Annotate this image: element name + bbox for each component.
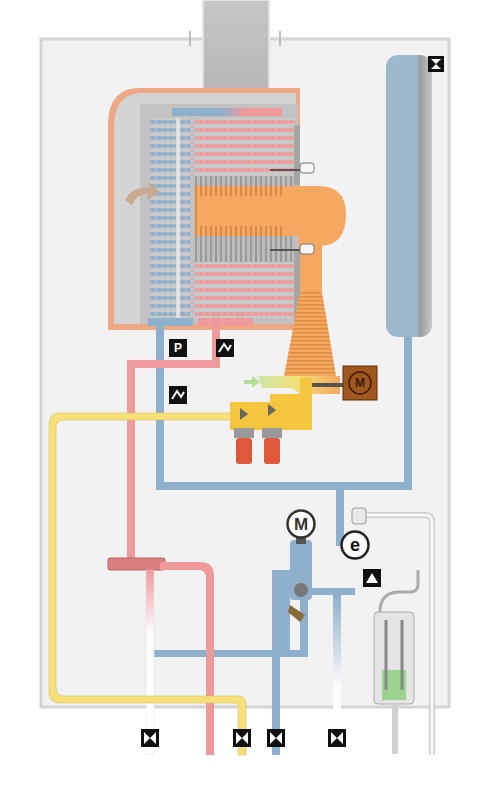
- fan-motor-ring: [349, 372, 371, 394]
- pipe-blue: [310, 588, 355, 595]
- burner-core: [200, 196, 290, 226]
- burner: [195, 186, 295, 236]
- pipe-hot: [146, 570, 154, 755]
- pipe-blue: [300, 595, 308, 657]
- return-pipes: [148, 325, 412, 755]
- exchanger-shell: [108, 88, 300, 330]
- diverter-motor: M: [286, 509, 316, 539]
- bottom-manifold: [148, 318, 193, 326]
- pipe-blue: [156, 325, 164, 490]
- fan-housing: [284, 292, 336, 376]
- fan-motor: M: [343, 366, 377, 400]
- valve-stem: [288, 605, 305, 622]
- pipe-red: [127, 360, 135, 562]
- pipe-blue: [156, 482, 412, 490]
- coil-red: [195, 118, 295, 176]
- drain-pipe: [392, 704, 398, 754]
- trap-tube: [386, 620, 402, 690]
- valve-symbol: [267, 729, 285, 747]
- air-duct: [285, 186, 346, 292]
- gas-valve: [230, 378, 312, 464]
- sensor-icons: [169, 339, 381, 587]
- diverter-motor-circle: [288, 511, 315, 538]
- electrode-plug: [300, 244, 314, 254]
- air-arrow: [244, 376, 260, 388]
- door-plate: [294, 125, 300, 185]
- heat-tee: [108, 558, 165, 570]
- service-valves: [141, 56, 444, 747]
- symbol-letter: M: [294, 516, 308, 533]
- burner-assembly: [195, 163, 346, 394]
- fitting: [352, 508, 366, 524]
- valve-coil-cap: [234, 428, 254, 438]
- flow-sensor: [363, 569, 381, 587]
- symbol-letter: e: [350, 536, 360, 554]
- circulation-pump-circle: [342, 532, 369, 559]
- valve-seat: [240, 404, 276, 420]
- pipe-blue: [148, 650, 308, 657]
- pipe-blue: [404, 337, 412, 487]
- diverter-body: [290, 540, 312, 600]
- boiler-casing: [41, 39, 449, 707]
- temperature-sensor: [169, 386, 187, 404]
- flow-pipes: [108, 325, 220, 755]
- valve-coil: [236, 438, 252, 464]
- gas-pipe: [49, 413, 246, 755]
- symbol-letter: P: [174, 342, 182, 354]
- expansion-vessel: [386, 55, 432, 337]
- temperature-sensor: [216, 339, 234, 357]
- electrode-plug: [300, 163, 314, 173]
- pressure-sensor-box: [169, 339, 187, 357]
- bottom-manifold: [198, 318, 253, 326]
- exchanger-core: [140, 104, 298, 324]
- pipe-gray: [362, 515, 432, 755]
- flow-arrow: [125, 182, 160, 205]
- baffle: [176, 118, 180, 318]
- condensate-hose: [380, 570, 418, 612]
- symbol-letter: M: [355, 377, 365, 389]
- valve-symbol: [428, 56, 444, 72]
- fan-motor-box: [343, 366, 377, 400]
- pipe-red: [160, 562, 214, 755]
- circulation-pump: e: [340, 530, 370, 560]
- valve-symbol: [141, 729, 159, 747]
- valve-symbol: [328, 729, 346, 747]
- heat-exchanger: [108, 88, 300, 330]
- valve-coil: [264, 438, 280, 464]
- casing-tick: [279, 31, 281, 46]
- top-manifold: [172, 108, 282, 116]
- coil-red: [195, 262, 295, 318]
- valve-symbol: [233, 729, 251, 747]
- pipe-blue: [272, 570, 290, 755]
- valve-ball: [294, 583, 308, 597]
- pressure-sensor: P: [169, 339, 187, 357]
- coil-blue: [150, 118, 190, 318]
- flue-pipe: [203, 0, 269, 100]
- pipe-red: [127, 360, 220, 368]
- valve-coil-cap: [262, 428, 282, 438]
- trap-body: [374, 612, 414, 704]
- casing-tick: [189, 31, 191, 46]
- gas-valve-body: [230, 378, 312, 430]
- pipe-gray: [362, 515, 432, 755]
